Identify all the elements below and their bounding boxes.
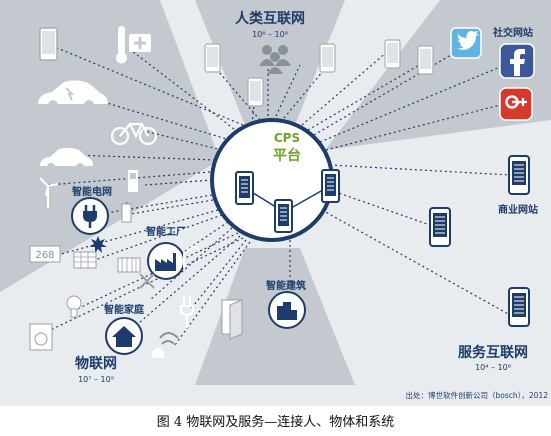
server-icon (321, 169, 340, 203)
car-icon (40, 147, 93, 171)
people-icon (259, 45, 291, 74)
solar-panel-icon (73, 251, 97, 269)
business-phone-icon (429, 207, 451, 247)
phone-icon (384, 39, 401, 69)
house-icon (105, 317, 143, 355)
spark-icon (90, 236, 107, 253)
meter-icon (128, 170, 138, 192)
plug-icon (180, 296, 194, 328)
service-internet-range: 10⁴ – 10⁶ (475, 363, 511, 372)
google-plus-icon (499, 87, 533, 121)
iot-diagram: 人类互联网 10⁶ – 10⁸ 社交网站 智能电网 智能工厂 智能家庭 智能建筑… (0, 0, 551, 400)
factory-icon (147, 242, 185, 280)
bicycle-icon (110, 122, 158, 146)
facebook-icon (499, 43, 535, 79)
social-web-wedge (325, 0, 551, 150)
server-icon (274, 199, 293, 233)
smart-home-label: 智能家庭 (104, 303, 145, 316)
service-internet-label: 服务互联网 (458, 344, 528, 361)
social-web-label: 社交网站 (492, 26, 533, 39)
svg-text:268: 268 (35, 250, 54, 261)
door-icon (221, 299, 243, 340)
iot-range: 10⁷ – 10⁹ (78, 375, 114, 384)
medical-cross-icon (129, 34, 151, 52)
container-icon (117, 257, 141, 273)
signal-icon (159, 332, 179, 345)
phone-icon (39, 27, 58, 61)
wind-turbine-icon (39, 177, 59, 208)
cps-title: CPS (274, 131, 300, 145)
plug-icon (71, 197, 109, 235)
twitter-icon (450, 27, 482, 59)
human-internet-label: 人类互联网 (235, 10, 305, 27)
thermometer-icon (116, 26, 127, 64)
smart-grid-label: 智能电网 (72, 185, 112, 198)
business-phone-icon (508, 287, 530, 327)
bulb-icon (66, 295, 82, 318)
car-icon (38, 80, 108, 110)
phone-icon (417, 45, 434, 75)
phone-icon (319, 43, 336, 73)
tools-icon (139, 273, 155, 289)
human-internet-range: 10⁶ – 10⁸ (252, 30, 288, 39)
phone-icon (204, 43, 221, 73)
cps-subtitle: 平台 (273, 147, 301, 164)
building-icon (268, 291, 306, 329)
robot-arm-icon (183, 245, 201, 268)
figure-caption: 图 4 物联网及服务—连接人、物体和系统 (156, 415, 395, 430)
phone-icon (247, 77, 264, 107)
smart-factory-label: 智能工厂 (146, 225, 186, 238)
figure: 人类互联网 10⁶ – 10⁸ 社交网站 智能电网 智能工厂 智能家庭 智能建筑… (0, 0, 551, 406)
cps-platform: CPS 平台 (210, 118, 340, 242)
washing-machine-icon (29, 323, 53, 351)
battery-icon (121, 202, 132, 223)
iot-label: 物联网 (75, 355, 117, 372)
smart-building-label: 智能建筑 (266, 279, 306, 292)
server-icon (235, 171, 254, 205)
digital-meter-icon: 268 (29, 245, 61, 263)
alarm-light-icon (152, 348, 164, 358)
business-phone-icon (508, 155, 530, 195)
iot-wedge (0, 0, 220, 292)
source-note: 出处：博世软件创新公司（bosch），2012 (406, 390, 549, 400)
business-web-label: 商业网站 (498, 203, 538, 216)
